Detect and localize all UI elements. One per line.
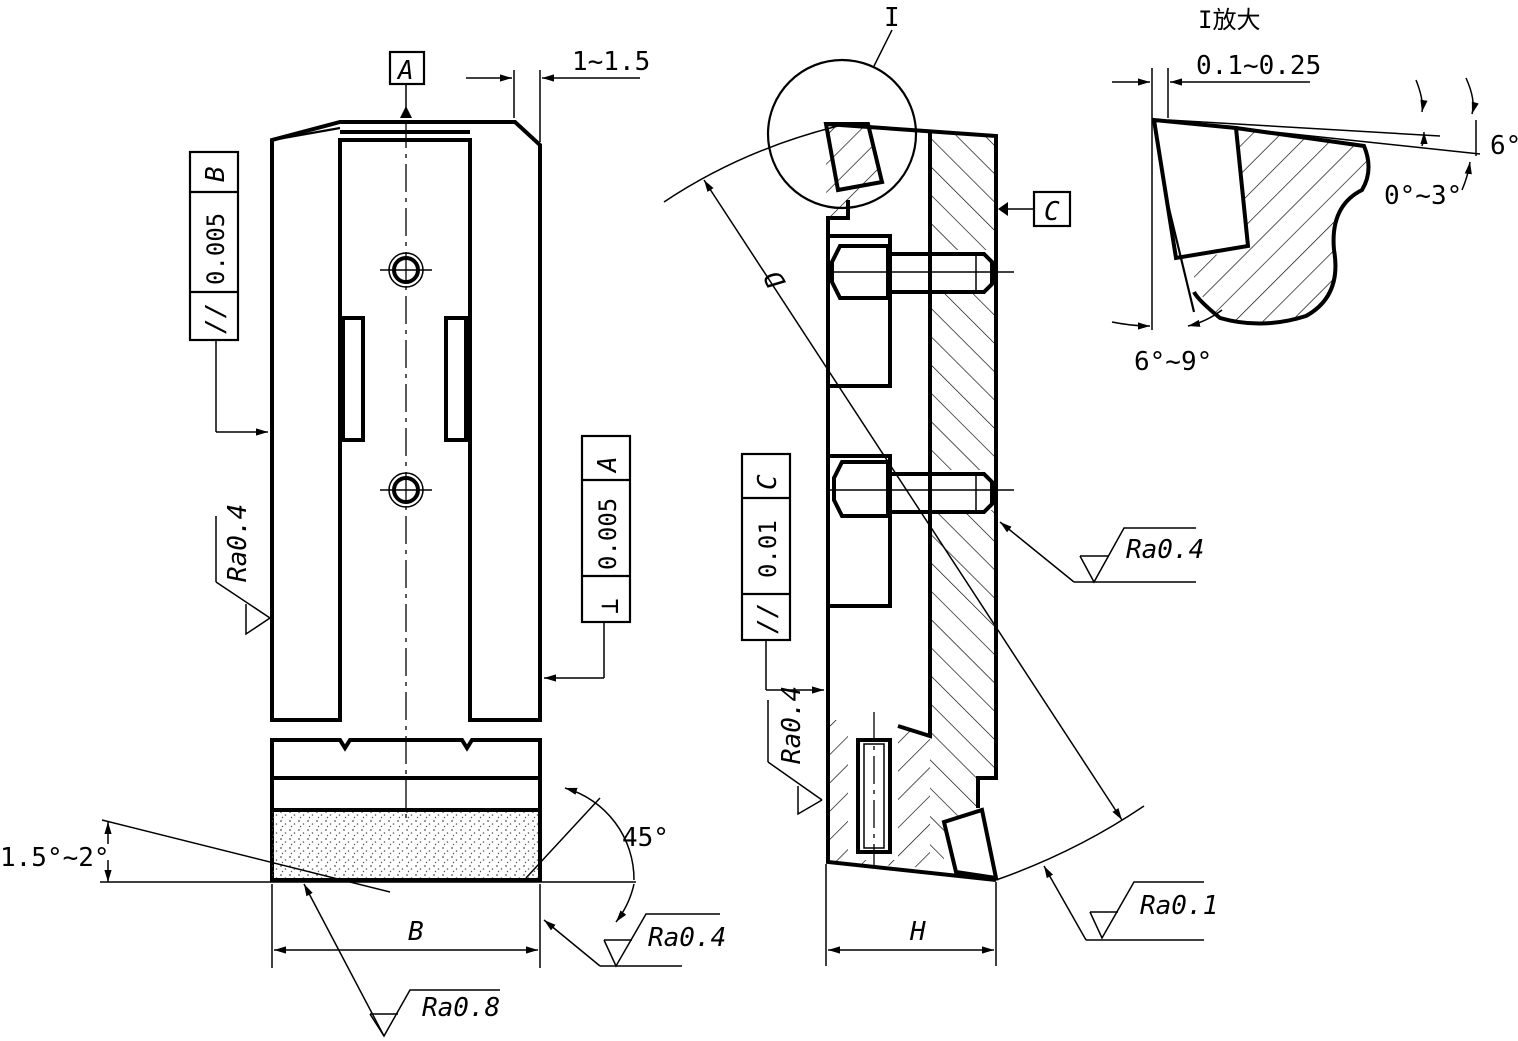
dim-width-b: B bbox=[408, 917, 424, 947]
tol-value-perp: 0.005 bbox=[594, 498, 622, 570]
parallel-symbol-left: // bbox=[201, 303, 231, 334]
tol-datum-c: C bbox=[753, 474, 783, 490]
dim-height-h: H bbox=[909, 917, 926, 947]
roughness-bottom-right: Ra0.4 bbox=[543, 913, 726, 968]
tol-value-left: 0.005 bbox=[202, 213, 230, 285]
angle-6-9: 6°~9° bbox=[1134, 347, 1212, 377]
parallel-tolerance-frame-middle: C 0.01 // bbox=[740, 452, 824, 694]
angle-6: 6° bbox=[1490, 131, 1518, 161]
roughness-bottom-left: Ra0.8 bbox=[303, 883, 500, 1038]
ra-bottom-right: Ra0.4 bbox=[648, 923, 726, 953]
tol-datum-a: A bbox=[593, 456, 623, 474]
roughness-middle-bottom: Ra0.1 bbox=[1043, 865, 1218, 941]
angle-0-3: 0°~3° bbox=[1384, 181, 1462, 211]
ra-middle-right: Ra0.4 bbox=[1126, 535, 1204, 565]
ra-middle-bottom: Ra0.1 bbox=[1140, 891, 1218, 921]
datum-a-label: A bbox=[396, 56, 414, 86]
detail-title: I放大 bbox=[1198, 6, 1260, 34]
parallel-tolerance-frame-left: B 0.005 // bbox=[188, 150, 268, 436]
parallel-symbol-middle: // bbox=[753, 603, 783, 634]
tol-datum-b: B bbox=[201, 166, 231, 182]
angle-45: 45° bbox=[622, 823, 669, 853]
perp-tolerance-frame: A 0.005 ⊥ bbox=[544, 434, 632, 682]
angle-relief: 1.5°~2° bbox=[0, 843, 110, 873]
dim-top-chamfer: 1~1.5 bbox=[572, 47, 650, 77]
perp-symbol: ⊥ bbox=[595, 598, 625, 614]
left-view: A 1~1.5 B 0.005 // A 0.005 ⊥ bbox=[0, 47, 726, 1038]
roughness-side-left: Ra0.4 bbox=[215, 504, 271, 636]
detail-view: I放大 0.1~0.25 6° 0°~3° 6°~9° bbox=[1111, 6, 1518, 377]
ra-side-left: Ra0.4 bbox=[223, 504, 253, 582]
detail-label-i: I bbox=[884, 3, 900, 33]
ra-middle-left: Ra0.4 bbox=[777, 686, 807, 764]
datum-c-label: C bbox=[1044, 197, 1060, 227]
dim-land: 0.1~0.25 bbox=[1196, 51, 1321, 81]
roughness-middle-left: Ra0.4 bbox=[767, 686, 823, 816]
tol-value-middle: 0.01 bbox=[754, 520, 782, 578]
ra-bottom-left: Ra0.8 bbox=[422, 993, 500, 1023]
middle-view: I D C C 0.01 // Ra0.4 bbox=[663, 3, 1218, 966]
roughness-middle-right: Ra0.4 bbox=[999, 521, 1204, 584]
